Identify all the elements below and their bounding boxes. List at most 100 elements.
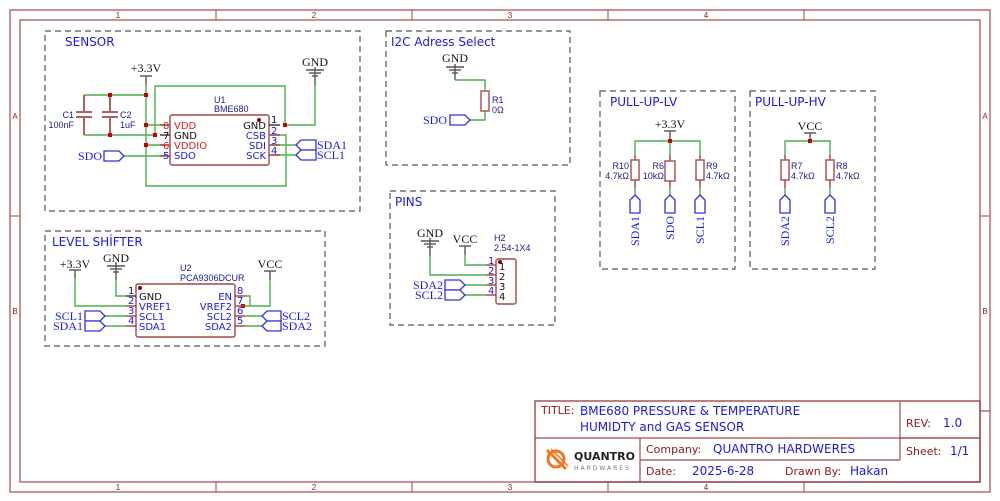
- resistor-r6: R6 10kΩ: [643, 155, 676, 188]
- u1-pin-csb: CSB: [246, 131, 266, 142]
- u1-pin-sdi: SDI: [249, 141, 266, 152]
- r9-value: 4.7kΩ: [706, 171, 730, 181]
- u1-pin8-num: 8: [163, 121, 169, 132]
- group-pullup-lv: PULL-UP-LV +3.3V R10 4.7kΩ R6 10kΩ R9: [599, 90, 736, 270]
- sheet-value: 1/1: [950, 444, 969, 458]
- drawn-by-label: Drawn By:: [785, 465, 841, 478]
- r6-ref: R6: [652, 161, 664, 171]
- zone-col-1-bottom: 1: [116, 483, 121, 492]
- wire-hv-rail: [784, 140, 831, 155]
- u2-ref: U2: [180, 263, 192, 273]
- group-level-shifter-box: [44, 230, 326, 347]
- power-3v3-label-ls: +3.3V: [60, 257, 91, 271]
- net-sda2-pins-label: SDA2: [413, 278, 443, 292]
- u2-pin-scl1: SCL1: [139, 312, 164, 323]
- group-level-shifter: LEVEL SHİFTER +3.3V GND VCC: [44, 230, 326, 347]
- company-value: QUANTRO HARDWERES: [713, 442, 855, 456]
- gnd-label-pins: GND: [417, 226, 443, 240]
- title-line-1: BME680 PRESSURE & TEMPERATURE: [580, 404, 800, 418]
- net-scl2-hv-label: SCL2: [823, 216, 837, 244]
- wire-gnd-loop: [154, 85, 286, 135]
- vcc-symbol-ls: VCC: [258, 257, 283, 280]
- chip-u1: U1 BME680 8 7 6 5 VDD GND VDDIO SDO 1 2 …: [160, 95, 280, 166]
- group-sensor-title: SENSOR: [65, 35, 115, 49]
- resistor-r7: R7 4.7kΩ: [780, 155, 815, 188]
- wire-gnd-right: [285, 85, 316, 126]
- u2-pin5-num: 5: [237, 316, 243, 327]
- gnd-label-ls: GND: [103, 251, 129, 265]
- zone-col-3-bottom: 3: [508, 483, 513, 492]
- h2-pin4-name: 4: [499, 292, 505, 303]
- power-3v3-symbol-ls: +3.3V: [60, 257, 91, 278]
- r9-ref: R9: [706, 161, 718, 171]
- rev-value: 1.0: [943, 416, 962, 430]
- net-port-scl1-lv: SCL1: [693, 194, 707, 244]
- h2-pin2-num: 2: [488, 266, 494, 277]
- company-label: Company:: [646, 443, 701, 456]
- quantro-logo-icon: [545, 448, 569, 471]
- h2-pin2-name: 2: [499, 272, 505, 283]
- zone-row-a-left: A: [12, 112, 18, 121]
- net-port-sdo-lv: SDO: [663, 194, 677, 240]
- net-port-sda1-lv: SDA1: [628, 194, 642, 246]
- wire-3v3-csb: [145, 85, 287, 187]
- wire-i2c-sdo: [470, 111, 486, 121]
- vcc-label-hv: VCC: [798, 119, 823, 133]
- group-pins-title: PINS: [395, 195, 422, 209]
- group-pullup-hv-box: [749, 90, 876, 270]
- date-value: 2025-6-28: [692, 464, 754, 478]
- group-pullup-lv-title: PULL-UP-LV: [610, 95, 678, 109]
- u1-pin6-num: 6: [163, 141, 169, 152]
- gnd-symbol-ls: GND: [103, 251, 129, 280]
- u2-pin-sda2: SDA2: [205, 322, 232, 333]
- h2-pin1-name: 1: [499, 262, 505, 273]
- resistor-r10: R10 4.7kΩ: [605, 155, 640, 188]
- r10-value: 4.7kΩ: [605, 171, 629, 181]
- wire-pins-vcc: [464, 255, 486, 266]
- r1-value: 0Ω: [492, 105, 504, 115]
- r8-ref: R8: [836, 161, 848, 171]
- capacitor-c1: C1 100nF: [48, 95, 92, 135]
- c1-value: 100nF: [48, 120, 74, 130]
- r7-ref: R7: [791, 161, 803, 171]
- u1-pin-vdd: VDD: [174, 121, 197, 132]
- u2-value: PCA9306DCUR: [180, 273, 245, 283]
- net-sda1-label: SDA1: [317, 138, 347, 152]
- net-sda1-lv-label: SDA1: [628, 216, 642, 246]
- capacitor-c2: C2 1uF: [102, 95, 136, 135]
- net-sdo-i2c-label: SDO: [423, 113, 447, 127]
- vcc-symbol-hv: VCC: [798, 119, 823, 141]
- h2-pin3-name: 3: [499, 282, 505, 293]
- net-port-sda1-ls: SDA1: [53, 319, 106, 333]
- group-pullup-hv: PULL-UP-HV VCC R7 4.7kΩ R8 4.7kΩ SDA2: [749, 90, 876, 270]
- u2-pin8-num: 8: [237, 286, 243, 297]
- zone-row-b-left: B: [12, 307, 17, 316]
- u1-pin-sck: SCK: [246, 151, 266, 162]
- net-port-sda2-hv: SDA2: [778, 194, 792, 246]
- u2-pin2-num: 2: [128, 296, 134, 307]
- gnd-label: GND: [302, 55, 328, 69]
- net-port-scl2-hv: SCL2: [823, 194, 837, 244]
- gnd-symbol-pins: GND: [417, 226, 443, 256]
- net-scl2-ls-label: SCL2: [282, 309, 310, 323]
- header-h2: H2 2.54-1X4 1 2 3 4 1 2 3 4: [486, 233, 531, 305]
- net-port-scl2-ls: SCL2: [261, 309, 310, 323]
- date-label: Date:: [646, 465, 676, 478]
- zone-col-2-bottom: 2: [312, 483, 317, 492]
- net-port-scl2-pins: SCL2: [415, 288, 466, 302]
- zone-col-2-top: 2: [312, 11, 317, 20]
- net-port-sda1-sensor: SDA1: [295, 138, 347, 152]
- vcc-label-ls: VCC: [258, 257, 283, 271]
- wire-i2c-gnd: [455, 79, 486, 91]
- vcc-symbol-pins: VCC: [453, 232, 477, 255]
- u2-pin-en: EN: [218, 292, 232, 303]
- group-i2c-box: [385, 30, 571, 166]
- company-logo: QUANTRO HARDWARES: [545, 448, 635, 472]
- logo-name: QUANTRO: [574, 450, 635, 463]
- group-pins-box: [389, 190, 556, 326]
- sheet-frame: 1 2 3 4 1 2 3 4 A A B B: [9, 9, 991, 493]
- c1-ref: C1: [62, 110, 74, 120]
- gnd-symbol-i2c: GND: [442, 51, 468, 80]
- wire-vref1: [74, 278, 126, 307]
